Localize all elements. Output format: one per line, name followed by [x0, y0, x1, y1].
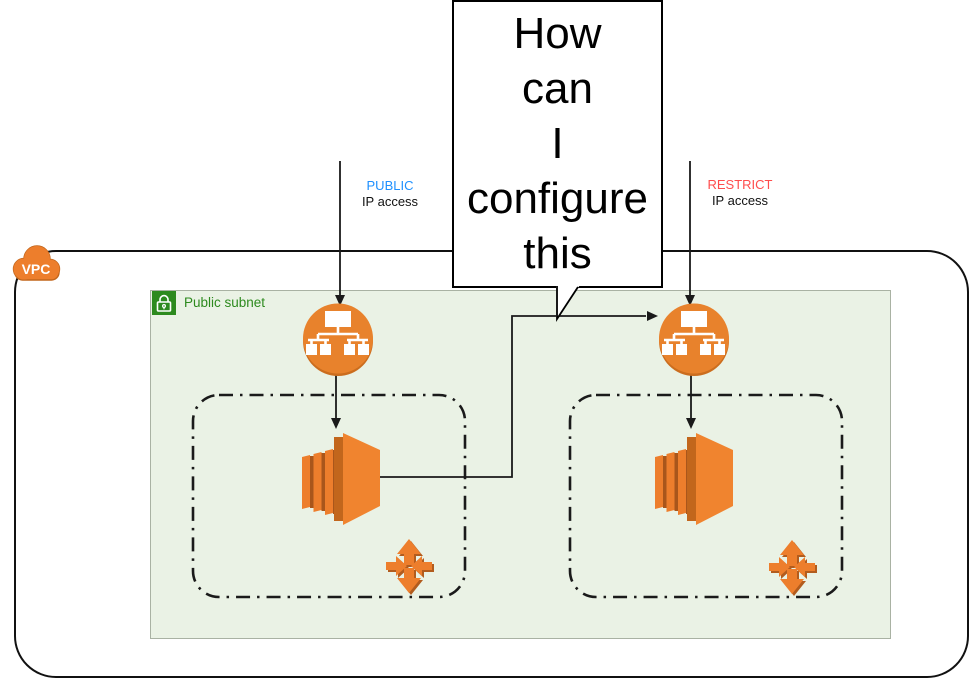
left-load-balancer-icon — [300, 301, 376, 377]
arrows-glyph — [769, 540, 815, 594]
restrict-ip-access-label: RESTRICT IP access — [698, 177, 782, 209]
bubble-line-2: can — [522, 64, 593, 113]
lock-icon — [152, 291, 176, 315]
left-auto-scaling-arrows-icon — [383, 538, 435, 596]
public-subnet-header: Public subnet — [152, 291, 265, 315]
public-sublabel-text: IP access — [361, 194, 419, 209]
bubble-line-1: How — [513, 9, 602, 58]
vpc-label: VPC — [22, 261, 51, 277]
ec2-glyph — [655, 433, 733, 525]
right-load-balancer-icon — [656, 301, 732, 377]
public-ip-access-label: PUBLIC IP access — [348, 178, 432, 210]
restrict-label-text: RESTRICT — [707, 177, 773, 192]
bubble-line-4: configure — [466, 174, 648, 223]
right-auto-scaling-arrows-icon — [766, 539, 818, 597]
bubble-line-3: I — [551, 119, 564, 168]
public-subnet-label: Public subnet — [184, 295, 266, 310]
speech-bubble: How can I configure this — [452, 0, 663, 288]
cloud-shape — [12, 245, 61, 281]
load-balancer-glyph — [662, 311, 725, 355]
bubble-line-5: this — [523, 229, 592, 278]
speech-bubble-tail — [556, 285, 580, 323]
left-ec2-instance-icon — [296, 431, 380, 527]
restrict-sublabel-text: IP access — [711, 193, 769, 208]
vpc-cloud-icon: VPC — [7, 242, 65, 286]
ec2-glyph — [302, 433, 380, 525]
public-label-text: PUBLIC — [366, 178, 414, 193]
load-balancer-glyph — [306, 311, 369, 355]
right-ec2-instance-icon — [649, 431, 733, 527]
arrows-glyph — [386, 539, 432, 593]
